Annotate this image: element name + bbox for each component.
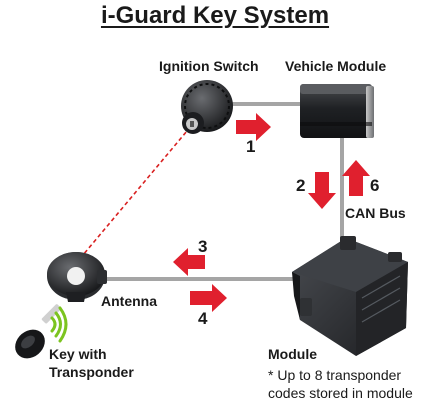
ignition-switch-label: Ignition Switch — [159, 58, 259, 74]
wiring — [98, 102, 344, 281]
key-label-line1: Key with — [49, 346, 107, 362]
antenna-label: Antenna — [101, 293, 157, 309]
vehicle-module-label: Vehicle Module — [285, 58, 387, 74]
arrow-1-right — [236, 113, 271, 141]
module-unit — [292, 236, 408, 356]
signal-arrows — [173, 113, 370, 312]
arrow-3-left — [173, 248, 205, 276]
vehicle-module-box — [300, 84, 374, 138]
key-label-line2: Transponder — [49, 364, 134, 380]
arrow-2-number: 2 — [296, 176, 306, 195]
transponder-key — [15, 304, 68, 359]
arrow-1-number: 1 — [246, 137, 256, 156]
arrow-2-down — [308, 172, 336, 209]
diagram-title: i-Guard Key System — [100, 2, 330, 29]
can-bus-label: CAN Bus — [345, 205, 406, 221]
ignition-switch — [181, 80, 233, 134]
arrow-6-number: 6 — [370, 176, 380, 195]
signal-waves-icon — [50, 306, 68, 343]
arrow-3-number: 3 — [198, 237, 208, 256]
key-to-ignition-dashed-line — [61, 124, 193, 281]
module-label: Module — [268, 346, 317, 362]
module-note-line2: codes stored in module — [268, 385, 413, 401]
antenna-ring — [47, 252, 107, 302]
arrow-4-number: 4 — [198, 309, 208, 328]
arrow-4-right — [190, 284, 227, 312]
module-note-line1: * Up to 8 transponder — [268, 367, 402, 383]
arrow-6-up — [342, 160, 370, 196]
